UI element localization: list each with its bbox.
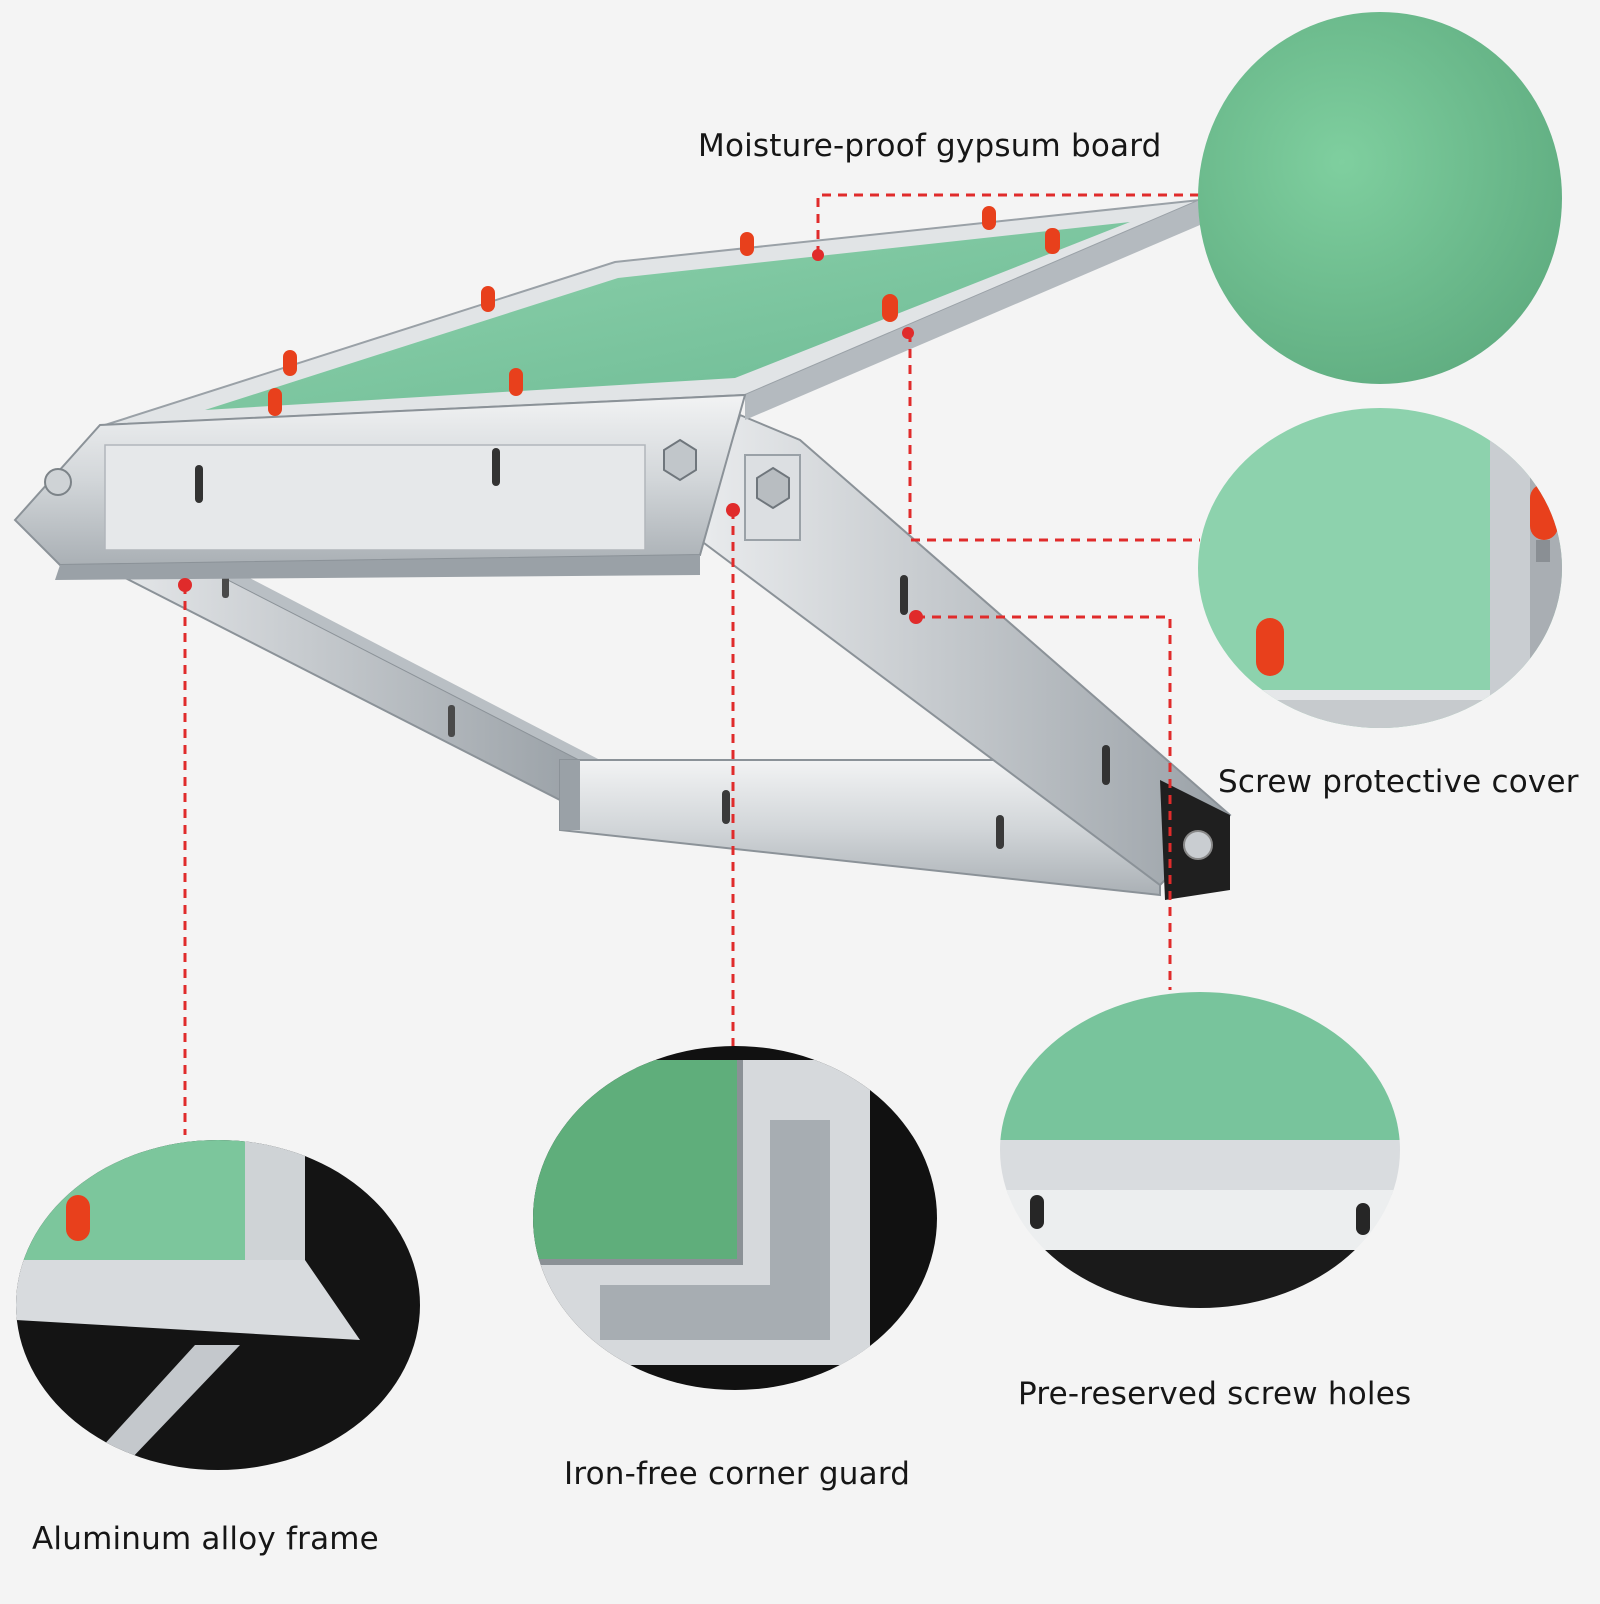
- detail-alloy-frame: [16, 1140, 420, 1470]
- screw-cap: [882, 294, 898, 322]
- screw-cap: [481, 286, 495, 312]
- leader-screw-holes: [916, 615, 1172, 990]
- screw-cap: [740, 232, 754, 256]
- callout-screw-holes: Pre-reserved screw holes: [1018, 1376, 1412, 1412]
- detail-screw-cover: [1198, 408, 1562, 728]
- callout-moisture-board: Moisture-proof gypsum board: [698, 128, 1162, 164]
- callout-screw-cover: Screw protective cover: [1218, 764, 1579, 800]
- detail-gypsum-board: [1198, 12, 1562, 384]
- screw-cap: [509, 368, 523, 396]
- leader-moisture-board: [816, 193, 1200, 255]
- screw-cap: [1256, 618, 1284, 676]
- front-rail: [13, 393, 747, 580]
- leader-lines: [183, 193, 1200, 1135]
- screw-cap: [283, 350, 297, 376]
- right-rail: [698, 413, 1232, 900]
- top-panel: [104, 199, 1201, 426]
- screw-cap: [982, 206, 996, 230]
- screw-cap: [1045, 228, 1060, 254]
- leader-dots: [178, 249, 923, 624]
- detail-corner-guard: [533, 1046, 937, 1390]
- screw-caps: [268, 206, 1060, 416]
- screw-cap: [66, 1195, 90, 1241]
- lower-frame: [89, 559, 1161, 897]
- callout-alloy-frame: Aluminum alloy frame: [32, 1521, 379, 1557]
- detail-screw-holes: [1000, 992, 1400, 1308]
- screw-cap: [1530, 484, 1558, 540]
- screw-cap: [268, 388, 282, 416]
- leader-screw-cover: [908, 333, 1200, 542]
- callout-corner-guard: Iron-free corner guard: [564, 1456, 911, 1492]
